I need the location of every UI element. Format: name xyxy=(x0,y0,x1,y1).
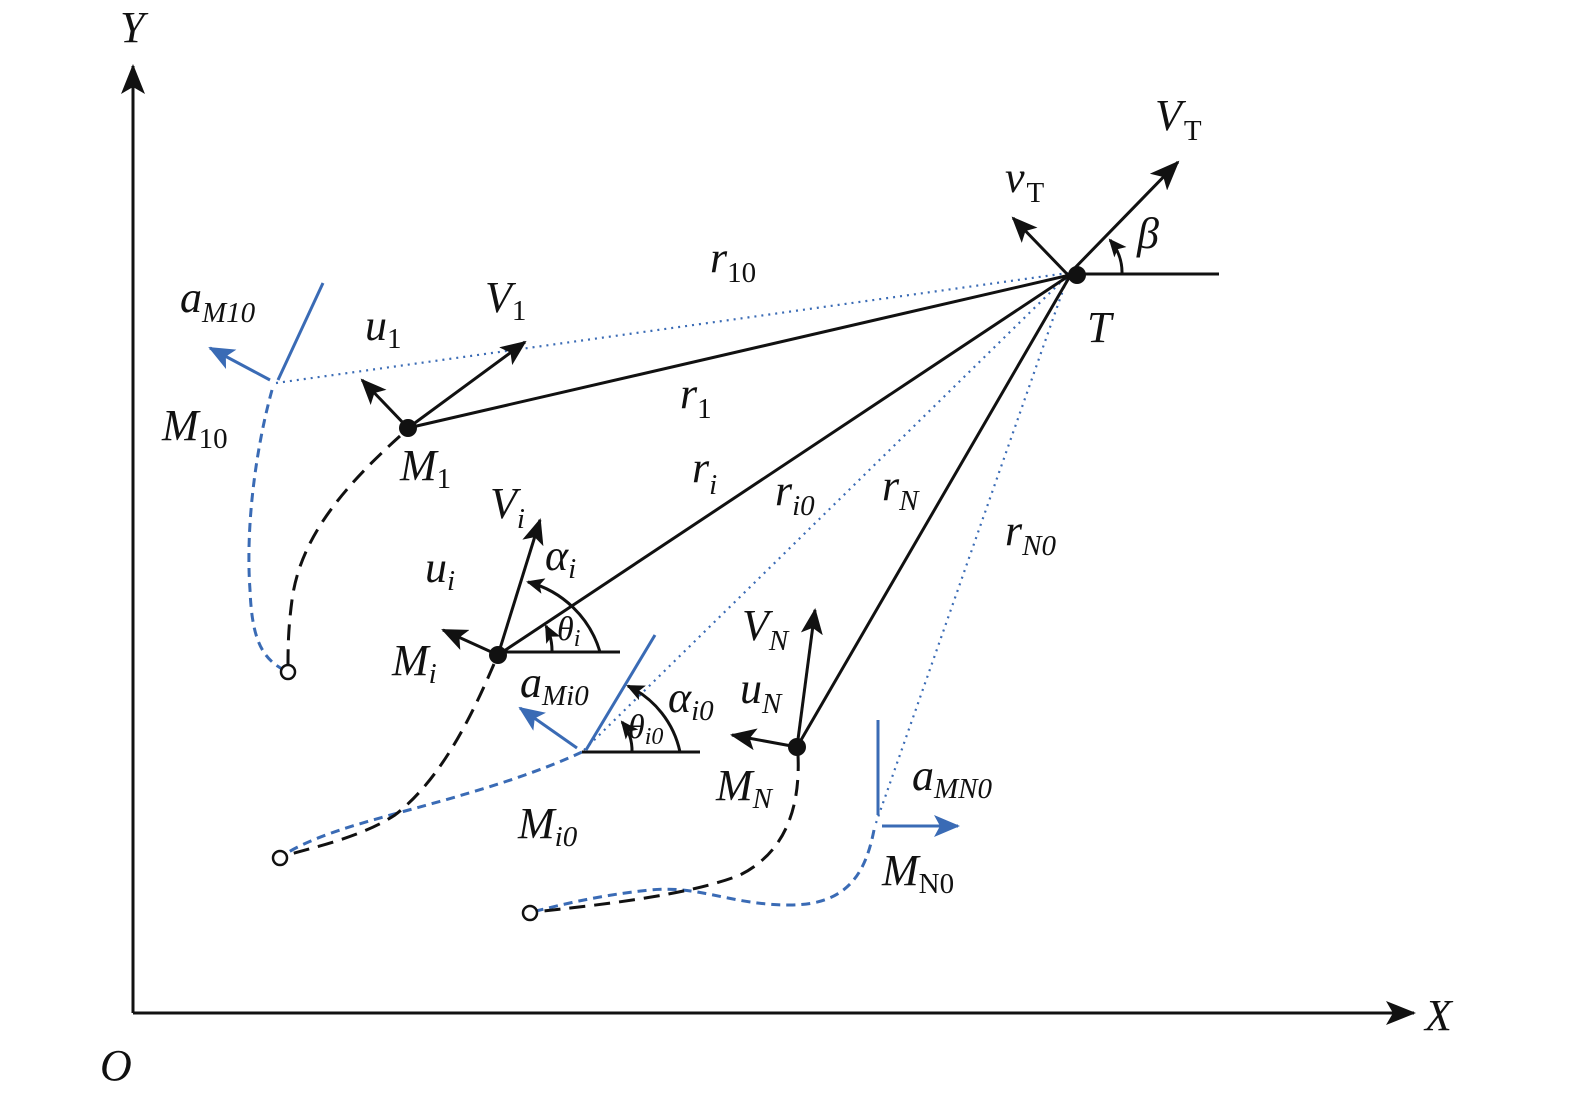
MN0-accel-label: aMN0 xyxy=(912,751,993,805)
beta-angle-arc xyxy=(1108,238,1127,275)
Mi0-velocity-line xyxy=(584,634,657,751)
start-point-i xyxy=(271,849,289,867)
M10-velocity-line xyxy=(276,282,325,381)
MN-normal-label: uN xyxy=(740,664,783,720)
target-velocity-label: VT xyxy=(1155,91,1202,147)
ri-label: ri xyxy=(692,443,717,501)
los-rN xyxy=(795,275,1072,748)
Mi-normal-label: ui xyxy=(425,543,455,597)
target-velocity-arrow xyxy=(1066,160,1180,277)
y-axis-label: Y xyxy=(120,3,149,52)
alpha-i-label: αi xyxy=(545,531,576,585)
theta-i0-label: θi0 xyxy=(628,709,663,750)
alpha-i-arc xyxy=(526,578,602,653)
Mi-point xyxy=(489,646,507,664)
start-point-N xyxy=(521,904,539,922)
traj-Mi xyxy=(283,663,496,858)
target-normal-arrow xyxy=(1011,216,1070,277)
MN-velocity-label: VN xyxy=(742,601,790,657)
traj-MN0 xyxy=(531,829,876,914)
los-ri0 xyxy=(583,274,1069,751)
trajectories xyxy=(247,389,876,914)
rN-label: rN xyxy=(882,461,920,517)
Mi-normal-arrow xyxy=(441,628,499,657)
Mi-label: Mi xyxy=(391,636,437,690)
M10-label: M10 xyxy=(161,401,228,455)
Mi0-label: Mi0 xyxy=(517,799,578,853)
MN-label: MN xyxy=(715,761,774,815)
M1-point xyxy=(399,419,417,437)
M1-velocity-label: V1 xyxy=(485,273,526,327)
M1-normal-label: u1 xyxy=(365,301,402,355)
initial-los-lines xyxy=(275,271,1070,824)
alpha-i0-arc xyxy=(626,684,682,753)
M1-velocity-arrow xyxy=(407,340,527,430)
theta-i0-arc xyxy=(620,720,639,753)
ri0-label: ri0 xyxy=(775,466,815,522)
M1-normal-arrow xyxy=(360,378,410,430)
MN0-label: MN0 xyxy=(881,846,954,900)
x-axis-label: X xyxy=(1423,991,1454,1040)
traj-M10 xyxy=(247,389,289,674)
traj-M1 xyxy=(286,434,402,669)
los-rN0 xyxy=(874,275,1070,824)
r10-label: r10 xyxy=(710,233,756,289)
origin-label: O xyxy=(100,1041,132,1090)
target-label: T xyxy=(1087,303,1115,352)
start-point-1 xyxy=(279,663,297,681)
theta-i-label: θi xyxy=(557,611,580,652)
los-r10 xyxy=(275,271,1069,385)
M1-label: M1 xyxy=(399,441,451,495)
target-point xyxy=(1068,266,1086,284)
rN0-label: rN0 xyxy=(1005,506,1056,562)
target-normal-label: vT xyxy=(1005,153,1045,209)
los-ri xyxy=(497,273,1071,657)
traj-MN xyxy=(533,754,800,914)
traj-Mi0 xyxy=(282,750,583,858)
MN-normal-arrow xyxy=(730,728,798,751)
Mi-velocity-label: Vi xyxy=(490,479,525,535)
MN-point xyxy=(788,738,806,756)
r1-label: r1 xyxy=(680,369,712,425)
beta-label: β xyxy=(1136,209,1159,258)
Mi0-accel-label: aMi0 xyxy=(520,658,589,712)
MN-velocity-arrow xyxy=(795,608,823,748)
alpha-i0-label: αi0 xyxy=(668,673,714,727)
Mi0-accel-arrow xyxy=(518,706,578,750)
Mi-velocity-arrow xyxy=(496,518,544,656)
M10-accel-arrow xyxy=(208,346,271,382)
current-los-lines xyxy=(407,273,1072,748)
los-r1 xyxy=(407,273,1071,430)
theta-i-arc xyxy=(544,624,561,653)
M10-accel-label: aM10 xyxy=(180,273,256,329)
